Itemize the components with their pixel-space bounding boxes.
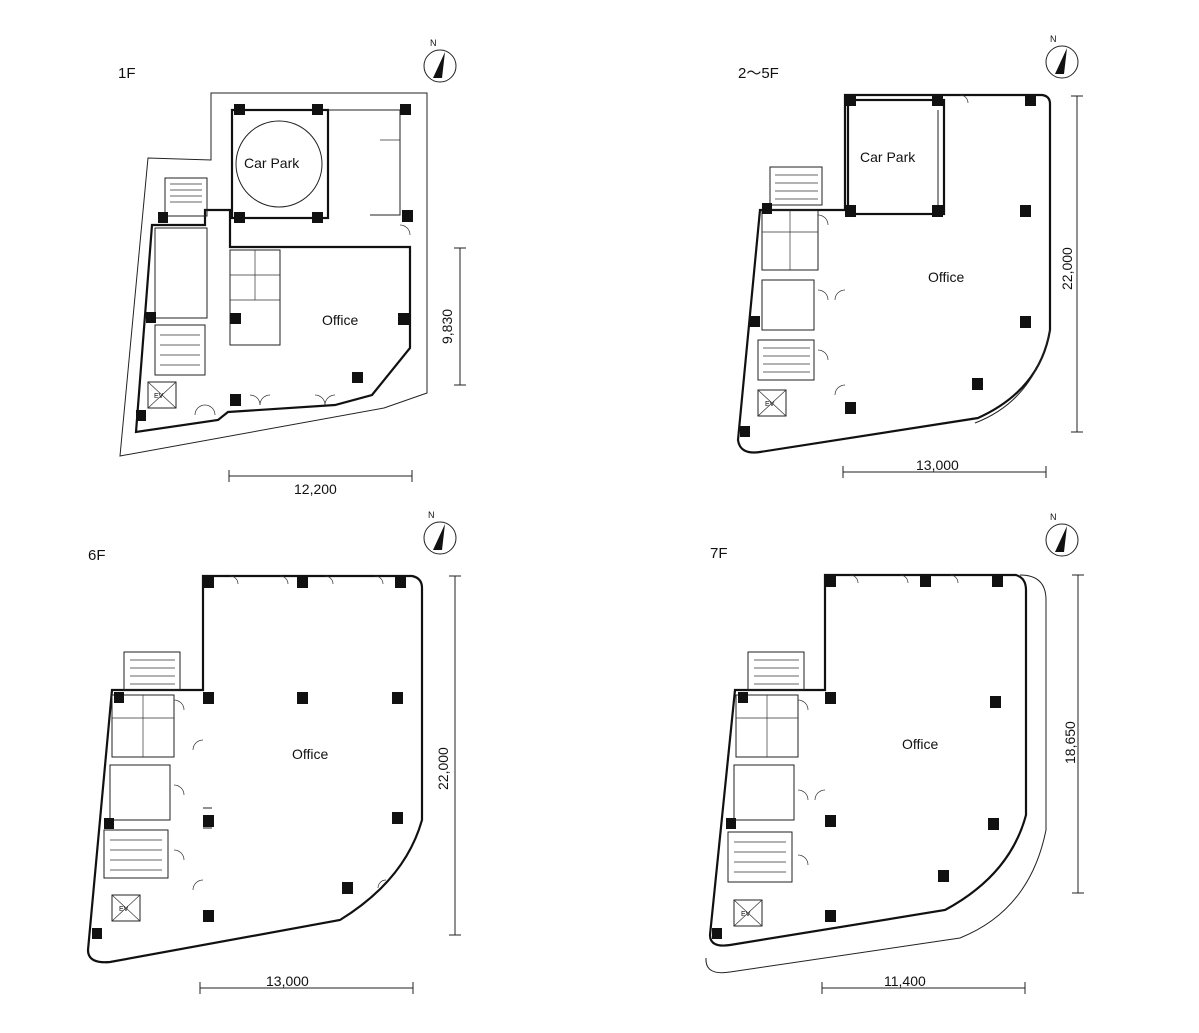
elevator-label: EV (154, 393, 164, 400)
car-park-area (846, 98, 946, 216)
car-park-label: Car Park (244, 155, 300, 171)
elevator-label: EV (765, 401, 775, 408)
office-label: Office (928, 269, 965, 285)
office-label: Office (322, 312, 359, 328)
car-park-area (230, 108, 330, 220)
building-outline (86, 574, 424, 964)
depth-dimension: 22,000 (435, 747, 451, 790)
depth-dimension: 9,830 (439, 309, 455, 344)
width-dimension: 13,000 (266, 973, 309, 989)
floor-7f: 7F N EV Office (705, 512, 1084, 994)
elevator-label: EV (741, 911, 751, 918)
floor-1f: 1F N Car Park EV (118, 38, 466, 497)
floor-label: 2〜5F (738, 65, 779, 82)
floor-2-5f: 2〜5F N Car Park EV (736, 34, 1083, 478)
north-arrow-icon: N (1045, 34, 1079, 79)
north-arrow-icon: N (423, 38, 457, 83)
north-arrow-icon: N (1045, 512, 1079, 557)
floor-6f: 6F N EV (86, 510, 461, 994)
office-label: Office (902, 736, 939, 752)
floor-label: 1F (118, 65, 136, 82)
width-dimension: 13,000 (916, 457, 959, 473)
width-dimension: 12,200 (294, 481, 337, 497)
north-label: N (1050, 34, 1057, 44)
north-label: N (428, 510, 435, 520)
north-label: N (1050, 512, 1057, 522)
turntable (235, 120, 323, 208)
north-label: N (430, 38, 437, 48)
building-outline (736, 93, 1052, 454)
floor-label: 7F (710, 545, 728, 562)
terrace-outline (705, 574, 1047, 974)
office-label: Office (292, 746, 329, 762)
north-arrow-icon: N (423, 510, 457, 555)
site-boundary (119, 92, 428, 457)
depth-dimension: 18,650 (1062, 721, 1078, 764)
building-outline (134, 208, 412, 434)
car-park-label: Car Park (860, 149, 916, 165)
width-dimension: 11,400 (884, 973, 926, 989)
depth-dimension: 22,000 (1059, 247, 1075, 290)
floor-label: 6F (88, 547, 106, 564)
building-outline (708, 573, 1028, 947)
elevator-label: EV (119, 906, 129, 913)
